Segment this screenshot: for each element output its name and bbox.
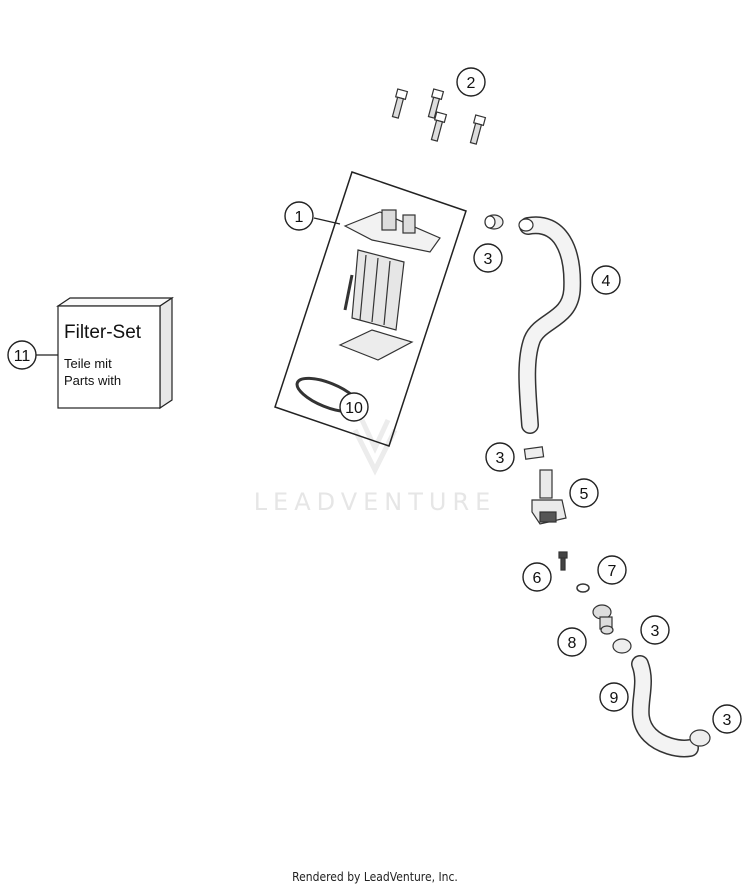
callout-circle [522, 562, 552, 592]
leader-line [313, 217, 341, 225]
callout-circle [569, 478, 599, 508]
callout-6: 6 [533, 570, 542, 587]
callout-5: 5 [580, 486, 589, 503]
filter-set-line1: Teile mit [64, 356, 112, 371]
callout-4: 4 [602, 273, 611, 290]
small-screw-part [558, 551, 568, 571]
callout-3b: 3 [496, 450, 505, 467]
callout-circle [712, 704, 742, 734]
filter-set-title: Filter-Set [64, 322, 142, 343]
callout-circle [456, 67, 486, 97]
hose-clamp-part [484, 214, 504, 230]
callout-circle [557, 627, 587, 657]
callout-10: 10 [345, 400, 363, 417]
filter-set-line2: Parts with [64, 373, 122, 388]
hose-clamp-part [689, 729, 711, 747]
callout-circle [591, 265, 621, 295]
hose-clamp-part [612, 638, 632, 654]
callout-3c: 3 [651, 623, 660, 640]
callout-circle [473, 243, 503, 273]
fuel-pump-part [338, 209, 441, 361]
footer-credit: Rendered by LeadVenture, Inc. [292, 870, 458, 884]
callout-circle [599, 682, 629, 712]
callout-2: 2 [467, 75, 476, 92]
fitting-part [592, 604, 614, 635]
callout-circle [7, 340, 37, 370]
callout-circle [640, 615, 670, 645]
callout-9: 9 [610, 690, 619, 707]
fuel-pump-frame [274, 171, 467, 447]
callout-circle [485, 442, 515, 472]
filter-set-box [56, 296, 174, 410]
callout-3a: 3 [484, 251, 493, 268]
callout-3d: 3 [723, 712, 732, 729]
watermark-logo [352, 418, 398, 476]
callout-circle [284, 201, 314, 231]
quick-connector-part [531, 469, 567, 525]
callouts [7, 67, 742, 734]
callout-7: 7 [608, 563, 617, 580]
callout-11: 11 [14, 348, 31, 365]
watermark-text: LEADVENTURE [253, 488, 497, 516]
o-ring-part [576, 583, 590, 593]
screws-part [391, 88, 487, 145]
callout-circle [339, 392, 369, 422]
sleeve-part [523, 446, 545, 460]
callout-circle [597, 555, 627, 585]
callout-1: 1 [295, 209, 304, 226]
callout-8: 8 [568, 635, 577, 652]
